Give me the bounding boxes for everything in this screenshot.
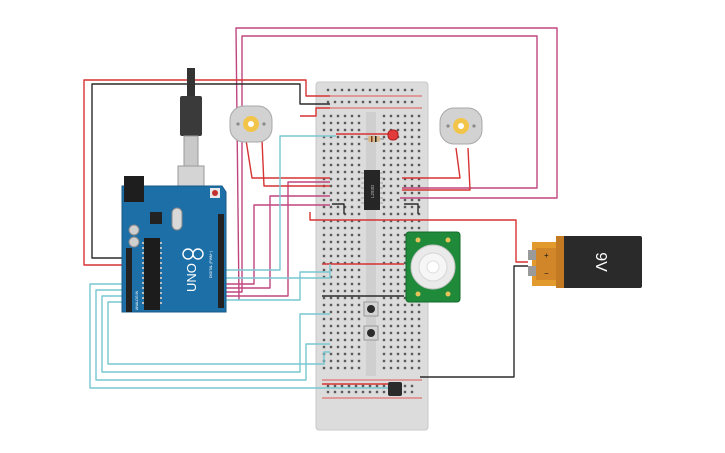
arduino-analog-label: ANALOG IN (135, 290, 139, 310)
battery-plus: + (544, 251, 549, 260)
wire-dark-2 (420, 265, 528, 378)
wire-cyan-7 (226, 271, 330, 301)
breadboard-holes (322, 88, 421, 394)
wire-red-3 (245, 139, 330, 179)
wire-cyan-4 (107, 301, 330, 365)
wire-cyan-1 (89, 283, 396, 389)
led (387, 129, 399, 141)
wire-magenta-3 (224, 204, 330, 285)
digital-header (218, 214, 224, 308)
arduino-digital-label: DIGITAL (PWM~) (209, 251, 213, 278)
wire-cyan-5 (226, 135, 336, 271)
push-button-2 (363, 325, 379, 341)
wire-red-7 (309, 212, 528, 263)
breadboard (315, 81, 429, 431)
push-button-1 (363, 301, 379, 317)
wire-dark-1 (91, 83, 330, 259)
wire-magenta-5 (224, 195, 330, 289)
wire-magenta-2 (225, 35, 538, 293)
arduino-uno: UNO DIGITAL (PWM~) ANALOG IN (121, 68, 227, 313)
power-header (126, 248, 132, 286)
wire-cyan-3 (101, 295, 330, 373)
battery-voltage: 9V (592, 252, 609, 272)
atmega-chip (144, 238, 160, 310)
ic-pins (361, 172, 383, 204)
wire-red-6 (402, 147, 471, 191)
arduino-logo (182, 248, 204, 260)
wire-cyan-2 (95, 289, 330, 381)
usb-cable (187, 68, 195, 98)
wire-cyan-6 (226, 264, 331, 279)
battery-9v: + − 9V (528, 236, 642, 288)
battery-minus: − (544, 269, 549, 278)
wire-red-2 (300, 107, 330, 117)
motor-driver-ic: L293D (361, 170, 383, 210)
wire-dark-5 (404, 203, 419, 214)
power-jack (124, 176, 144, 202)
analog-header (126, 282, 132, 312)
pir-sensor (405, 231, 461, 303)
wire-dark-4 (332, 203, 345, 214)
arduino-model: UNO (184, 263, 199, 292)
atmega-pins (142, 242, 162, 304)
wire-red-5 (402, 147, 461, 179)
wire-magenta-4 (224, 181, 330, 297)
wire-red-4 (261, 139, 330, 187)
dc-motor-left (229, 105, 273, 143)
dc-motor-right (439, 107, 483, 145)
small-sensor (388, 382, 402, 396)
ic-label: L293D (370, 184, 375, 198)
reset-button (212, 190, 218, 196)
resistor (364, 136, 384, 142)
